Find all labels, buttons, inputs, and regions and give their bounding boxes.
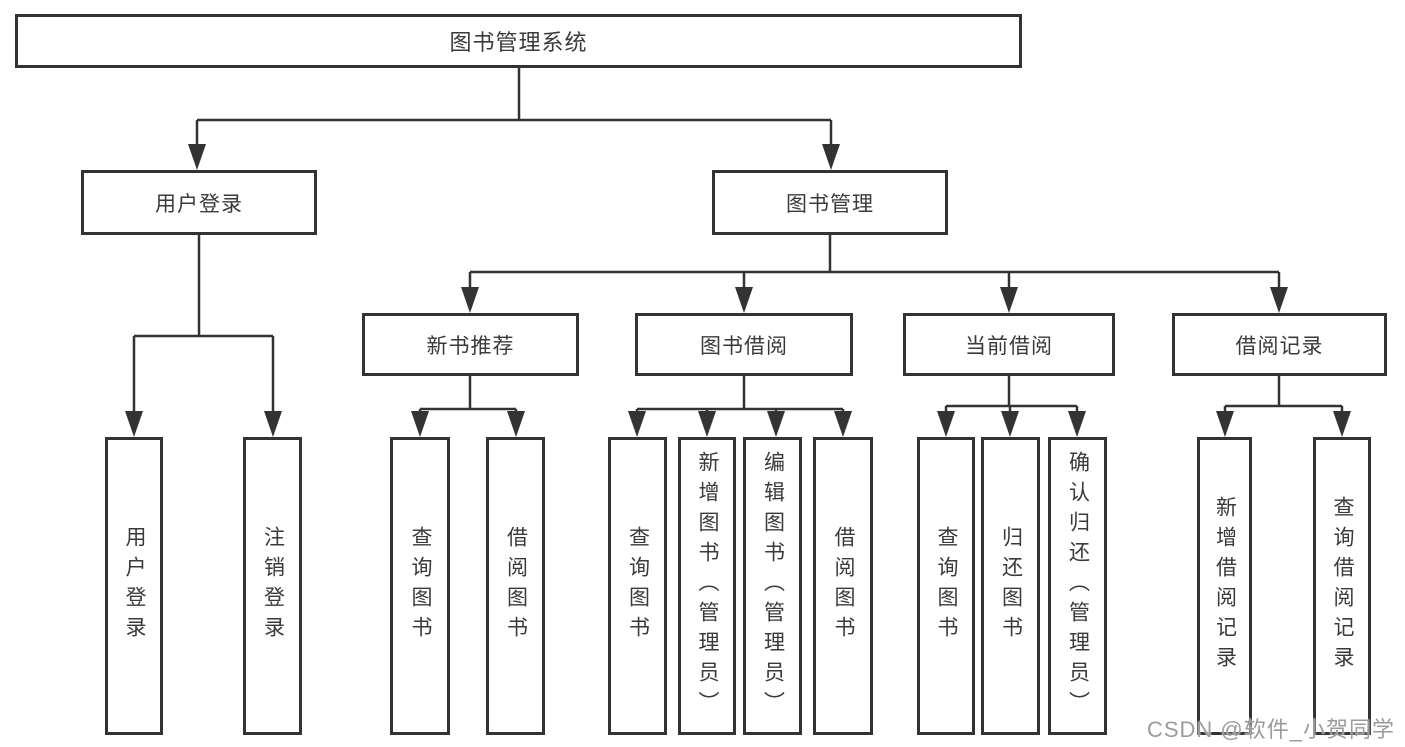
leaf-cb-query-books-label: 查询图书 bbox=[935, 526, 958, 646]
leaf-bb-borrow-books-label: 借阅图书 bbox=[832, 526, 855, 646]
leaf-rec-add-borrow-record-label: 新增借阅记录 bbox=[1213, 496, 1237, 676]
leaf-bb-borrow-books: 借阅图书 bbox=[813, 437, 873, 735]
leaf-nb-borrow-books-label: 借阅图书 bbox=[504, 526, 528, 646]
leaf-nb-borrow-books: 借阅图书 bbox=[486, 437, 545, 735]
leaf-bb-add-books-admin-label: 新增图书（管理员） bbox=[696, 451, 719, 721]
leaf-bb-edit-books-admin-label: 编辑图书（管理员） bbox=[761, 451, 785, 721]
leaf-cb-confirm-return-admin: 确认归还（管理员） bbox=[1048, 437, 1107, 735]
node-book-borrow: 图书借阅 bbox=[635, 313, 853, 376]
leaf-nb-query-books: 查询图书 bbox=[390, 437, 450, 735]
node-root-label: 图书管理系统 bbox=[449, 30, 588, 55]
node-borrow-records: 借阅记录 bbox=[1172, 313, 1387, 376]
watermark: CSDN @软件_小贺同学 bbox=[1146, 717, 1395, 742]
leaf-rec-query-borrow-record-label: 查询借阅记录 bbox=[1331, 496, 1354, 676]
leaf-logout: 注销登录 bbox=[243, 437, 302, 735]
node-new-book-recommend-label: 新书推荐 bbox=[426, 334, 515, 358]
connector-segments bbox=[132, 68, 1344, 415]
leaf-cb-return-books-label: 归还图书 bbox=[999, 526, 1023, 646]
node-current-borrow-label: 当前借阅 bbox=[965, 334, 1053, 358]
node-book-borrow-label: 图书借阅 bbox=[700, 334, 788, 358]
leaf-rec-add-borrow-record: 新增借阅记录 bbox=[1197, 437, 1252, 735]
node-borrow-records-label: 借阅记录 bbox=[1235, 334, 1324, 358]
node-user-login-label: 用户登录 bbox=[155, 192, 243, 216]
node-root: 图书管理系统 bbox=[15, 14, 1022, 68]
node-current-borrow: 当前借阅 bbox=[903, 313, 1115, 376]
leaf-bb-edit-books-admin: 编辑图书（管理员） bbox=[743, 437, 802, 735]
node-book-mgmt: 图书管理 bbox=[712, 170, 948, 235]
node-book-mgmt-label: 图书管理 bbox=[786, 192, 874, 216]
leaf-cb-query-books: 查询图书 bbox=[917, 437, 975, 735]
leaf-bb-add-books-admin: 新增图书（管理员） bbox=[678, 437, 736, 735]
node-new-book-recommend: 新书推荐 bbox=[362, 313, 579, 376]
leaf-cb-return-books: 归还图书 bbox=[981, 437, 1040, 735]
leaf-nb-query-books-label: 查询图书 bbox=[409, 526, 432, 646]
leaf-logout-label: 注销登录 bbox=[261, 526, 285, 646]
node-user-login: 用户登录 bbox=[81, 170, 317, 235]
leaf-user-login: 用户登录 bbox=[105, 437, 163, 735]
leaf-user-login-label: 用户登录 bbox=[123, 526, 146, 646]
leaf-cb-confirm-return-admin-label: 确认归还（管理员） bbox=[1066, 451, 1090, 721]
leaf-bb-query-books: 查询图书 bbox=[608, 437, 667, 735]
leaf-bb-query-books-label: 查询图书 bbox=[626, 526, 650, 646]
leaf-rec-query-borrow-record: 查询借阅记录 bbox=[1313, 437, 1371, 735]
arrowheads bbox=[125, 144, 1351, 437]
